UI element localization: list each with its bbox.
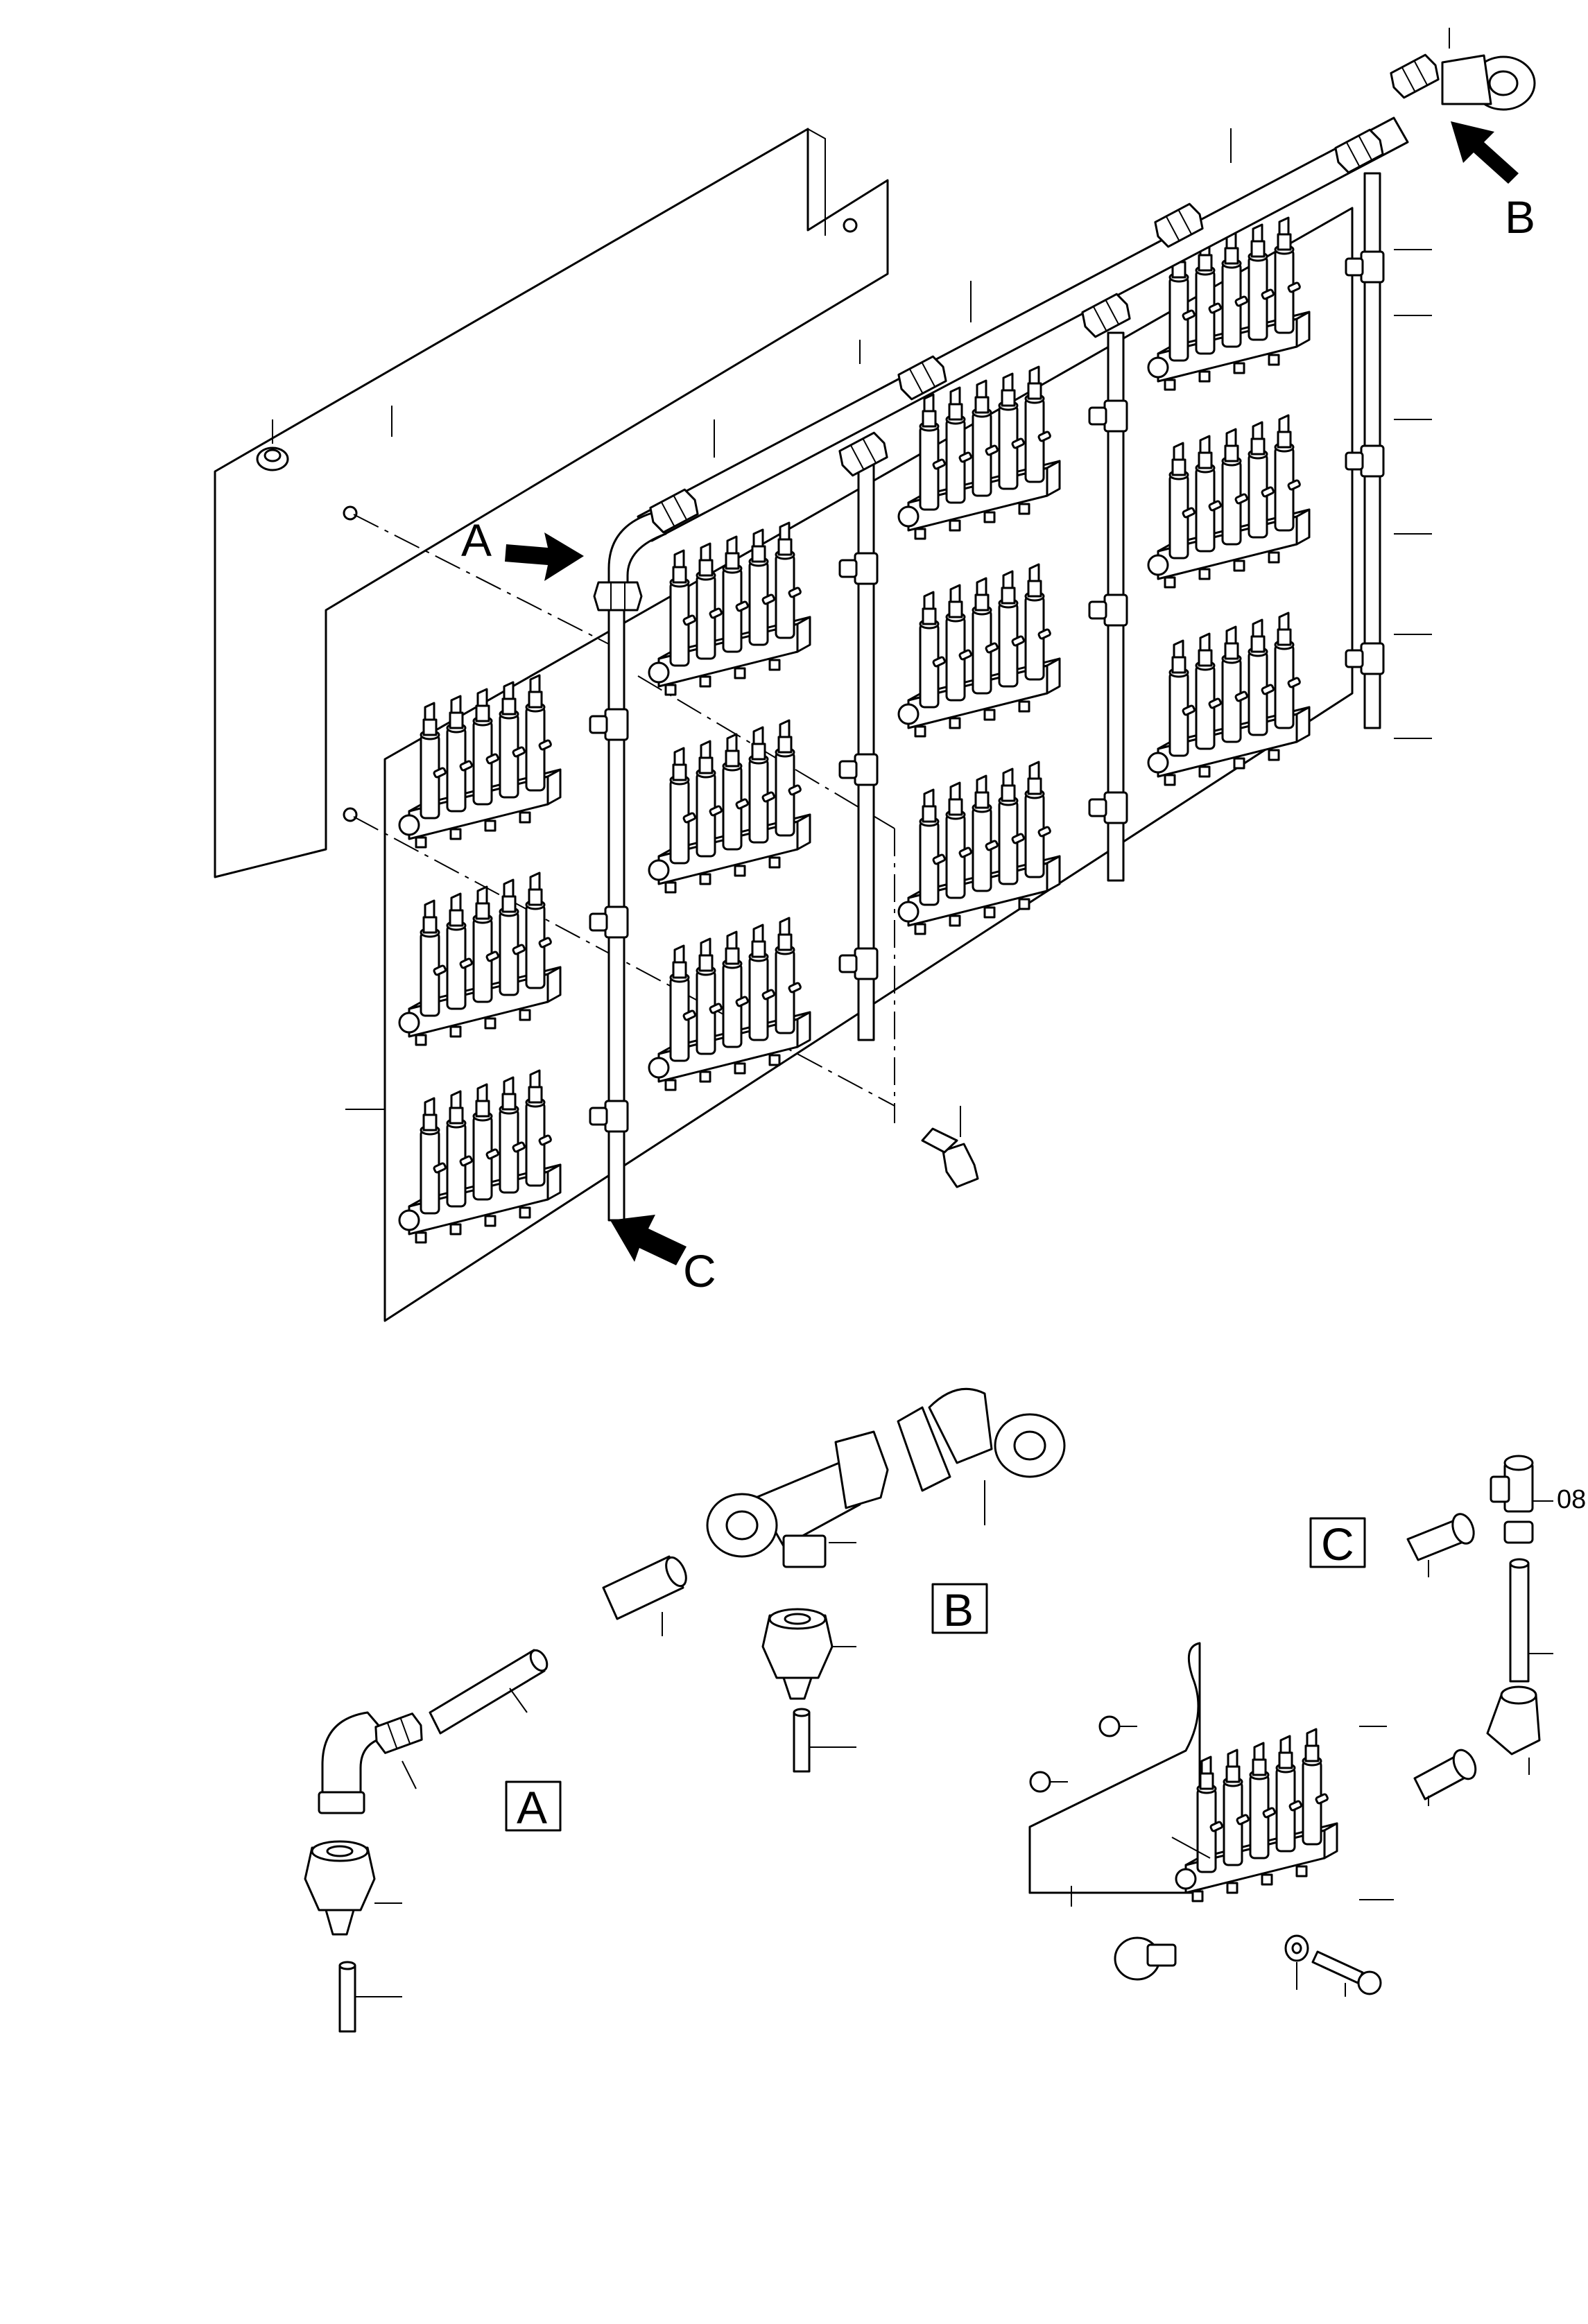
arrow-b-icon — [1451, 121, 1519, 184]
tee-fitting — [706, 1430, 889, 1568]
block-knob — [1114, 1936, 1177, 1981]
vertical-feed-pipe — [1088, 331, 1128, 882]
short-tube — [793, 1708, 856, 1773]
adapter-nut — [304, 1840, 402, 1936]
detail-label-b: B — [943, 1584, 974, 1636]
connector-fitting — [1413, 1749, 1477, 1806]
vertical-feed-pipe — [1345, 172, 1385, 729]
detail-label-c-box — [1309, 1517, 1366, 1568]
detail-c: C 08 — [1028, 1455, 1586, 1997]
detail-a: A — [304, 1649, 562, 2033]
mounting-bolt — [921, 1106, 979, 1188]
elbow-fitting — [1486, 1685, 1541, 1775]
elbow-fitting-b — [1386, 28, 1536, 111]
reference-number-08: 08 — [1557, 1485, 1586, 1514]
detail-label-c: C — [1321, 1518, 1354, 1570]
arrow-c-icon — [610, 1215, 687, 1265]
arrow-label-c: C — [683, 1245, 716, 1297]
plate-nut — [256, 446, 289, 471]
back-mounting-plate — [214, 128, 889, 878]
vertical-tube — [1509, 1558, 1553, 1683]
elbow-fitting — [321, 1711, 390, 1797]
mounting-plate-fragment — [1028, 1642, 1201, 1894]
elbow-fitting-a — [593, 486, 702, 612]
detail-label-a: A — [517, 1782, 547, 1833]
arrow-a-icon — [505, 532, 584, 581]
tube-segment — [602, 1555, 684, 1620]
adapter-nut — [761, 1608, 856, 1700]
tube-segment — [429, 1649, 546, 1735]
washer — [1284, 1934, 1309, 1990]
arrow-label-b: B — [1505, 191, 1535, 243]
detail-label-b-box — [931, 1583, 988, 1634]
main-assembly: A B C — [214, 28, 1536, 1322]
short-tube — [338, 1961, 402, 2033]
detail-label-a-box — [505, 1780, 562, 1832]
arrow-label-a: A — [461, 514, 492, 566]
mounting-screw — [1311, 1950, 1382, 1997]
elbow-fitting — [897, 1387, 1066, 1525]
connector-fitting — [1406, 1513, 1475, 1577]
detail-b: B — [602, 1387, 1066, 1773]
tee-fitting — [1490, 1455, 1534, 1544]
